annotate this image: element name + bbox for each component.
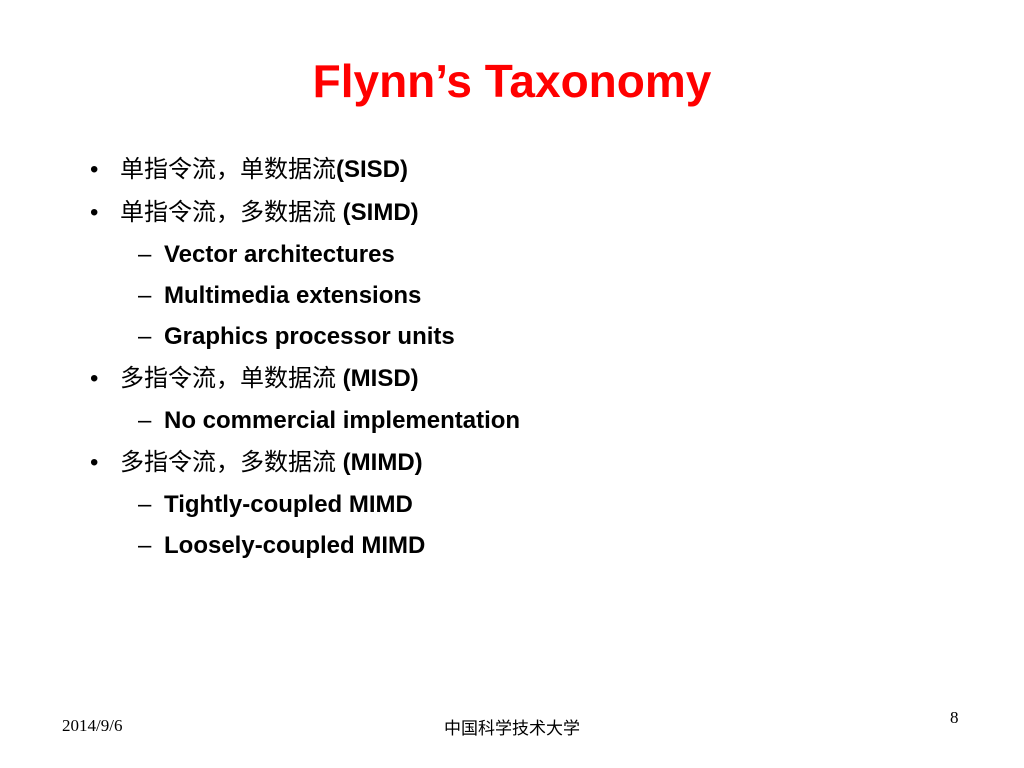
bullet-text-zh: 多指令流，多数据流	[120, 449, 336, 476]
bullet-text-en: (SIMD)	[336, 199, 419, 226]
footer-organization: 中国科学技术大学	[444, 719, 580, 739]
dash-marker: –	[138, 323, 152, 350]
sub-item-text: No commercial implementation	[164, 407, 521, 434]
footer-date: 2014/9/6	[62, 716, 123, 735]
bullet-text-zh: 单指令流，单数据流	[120, 156, 336, 183]
sub-item-text: Tightly-coupled MIMD	[164, 491, 413, 518]
dash-marker: –	[138, 407, 152, 434]
sub-item: –Loosely-coupled MIMD	[90, 525, 970, 566]
sub-item: –Graphics processor units	[90, 316, 970, 357]
bullet-marker: •	[90, 156, 99, 183]
bullet-text-en: (MISD)	[336, 365, 419, 392]
sub-item: –Vector architectures	[90, 234, 970, 275]
sub-item-text: Graphics processor units	[164, 323, 455, 350]
sub-item-text: Vector architectures	[164, 241, 395, 268]
page-number: 8	[950, 708, 959, 727]
sub-item-text: Multimedia extensions	[164, 282, 422, 309]
bullet-list: •单指令流，单数据流(SISD) •单指令流，多数据流 (SIMD) –Vect…	[90, 148, 970, 566]
sub-item: –Multimedia extensions	[90, 275, 970, 316]
dash-marker: –	[138, 282, 152, 309]
bullet-marker: •	[90, 365, 99, 392]
bullet-item-mimd: • 多指令流，多数据流 (MIMD)	[90, 441, 970, 484]
sub-item: –Tightly-coupled MIMD	[90, 484, 970, 525]
dash-marker: –	[138, 491, 152, 518]
bullet-text-zh: 单指令流，多数据流	[120, 199, 336, 226]
sub-item-text: Loosely-coupled MIMD	[164, 532, 426, 559]
bullet-text-en: (SISD)	[336, 156, 408, 183]
bullet-item-sisd: • 单指令流，单数据流(SISD)	[90, 148, 970, 191]
sub-item: –No commercial implementation	[90, 400, 970, 441]
bullet-text-zh: 多指令流，单数据流	[120, 365, 336, 392]
dash-marker: –	[138, 241, 152, 268]
bullet-marker: •	[90, 449, 99, 476]
bullet-item-misd: • 多指令流，单数据流 (MISD)	[90, 357, 970, 400]
bullet-text-en: (MIMD)	[336, 449, 423, 476]
dash-marker: –	[138, 532, 152, 559]
slide-title: Flynn’s Taxonomy	[312, 55, 712, 107]
bullet-item-simd: • 单指令流，多数据流 (SIMD)	[90, 191, 970, 234]
bullet-marker: •	[90, 199, 99, 226]
